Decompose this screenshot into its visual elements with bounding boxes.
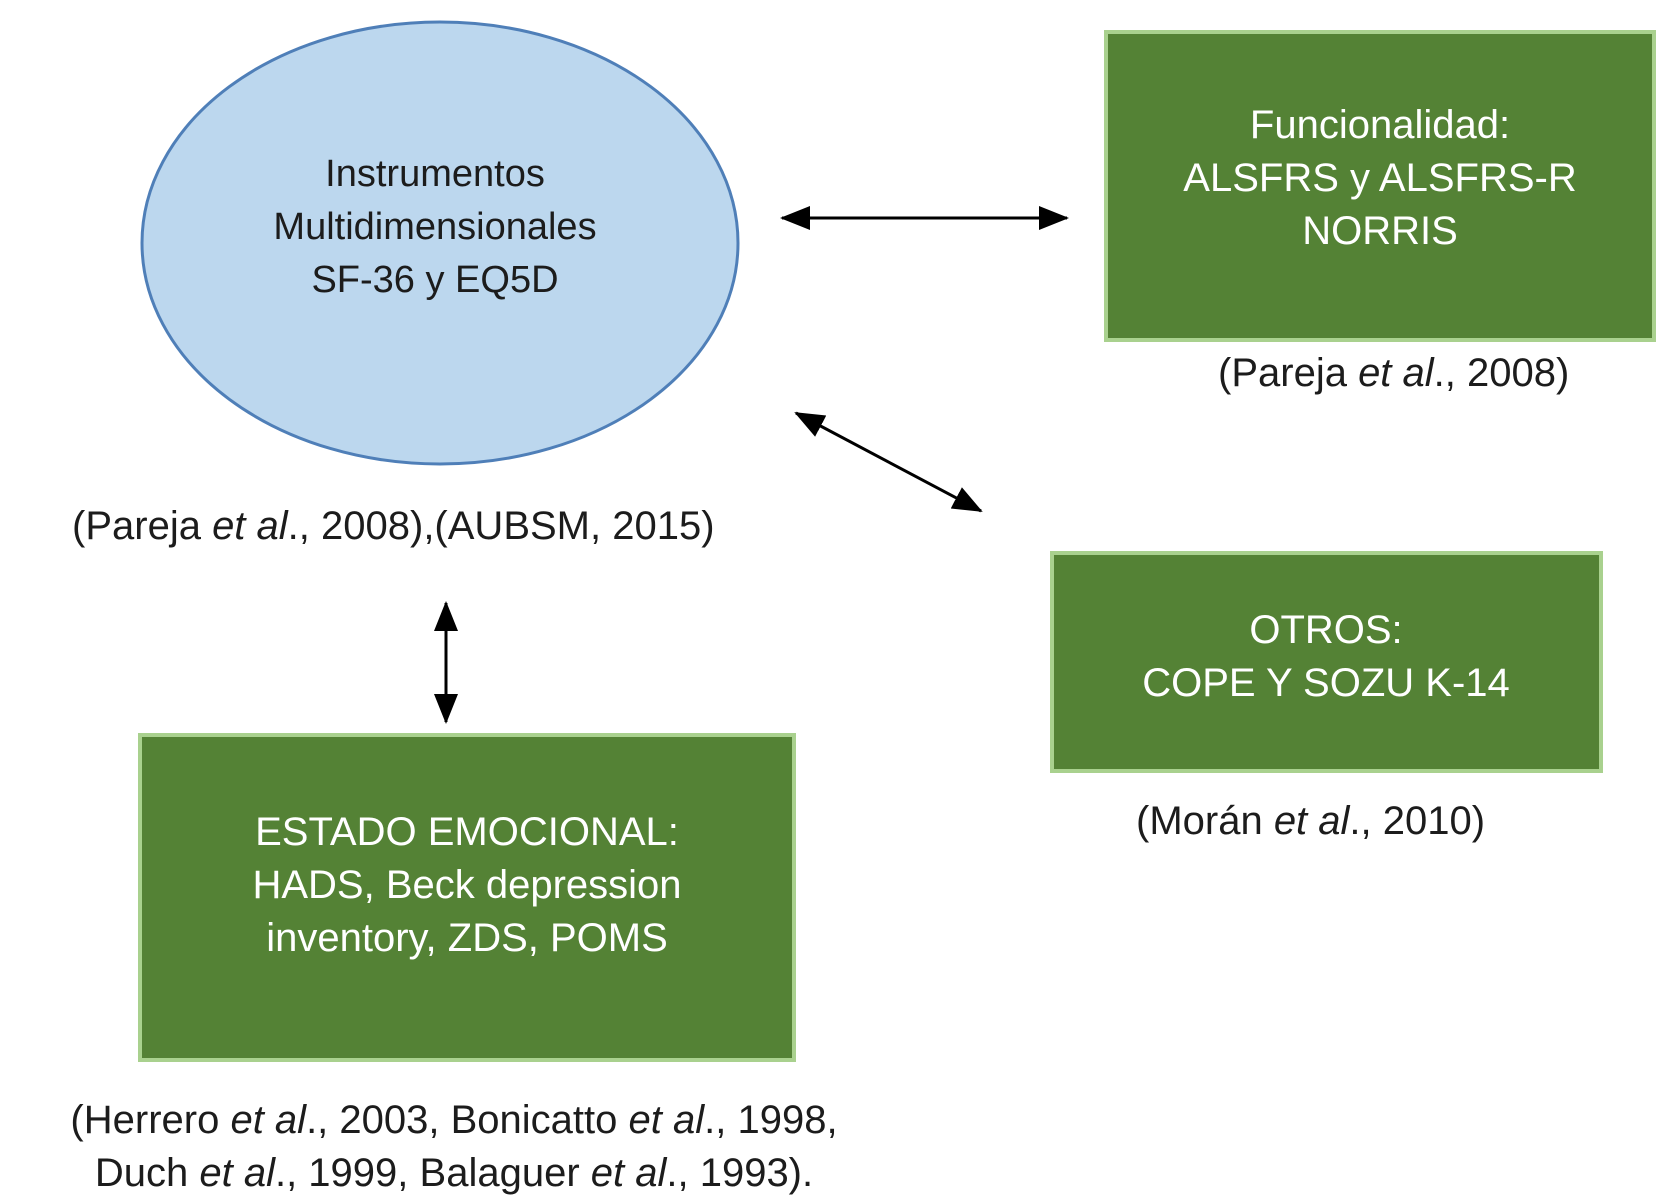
otros-label: OTROS: COPE Y SOZU K-14 [1052,604,1600,710]
otros-line-1: OTROS: [1249,608,1403,652]
citation-etal: et al [1358,351,1434,395]
arrow-multidimensional-otros [794,411,983,513]
citation-etal: et al [1273,799,1350,843]
citation-text: ., 1993). [666,1151,814,1195]
citation-multidimensional: (Pareja et al., 2008),(AUBSM, 2015) [72,500,715,553]
citation-text: ., 2008) [1433,351,1570,395]
emocional-line-3: inventory, ZDS, POMS [266,916,668,960]
citation-text: ., 1998, [704,1098,838,1142]
multidimensional-ellipse [140,20,740,466]
multidimensional-line-3: SF-36 y EQ5D [311,259,559,301]
citation-text: ., 2008),(AUBSM, 2015) [287,504,715,548]
emocional-label: ESTADO EMOCIONAL: HADS, Beck depression … [140,806,794,965]
multidimensional-line-2: Multidimensionales [273,206,597,248]
emocional-line-1: ESTADO EMOCIONAL: [255,810,679,854]
citation-text: ., 1999, Balaguer [274,1151,591,1195]
citation-etal: et al [212,504,288,548]
citation-funcionalidad: (Pareja et al., 2008) [1218,347,1569,400]
citation-etal: et al [199,1151,275,1195]
funcionalidad-box [1104,30,1656,342]
citation-emocional-line-2: Duch et al., 1999, Balaguer et al., 1993… [0,1147,908,1200]
citation-text: (Herrero [70,1098,231,1142]
citation-text: (Pareja [72,504,213,548]
citation-etal: et al [230,1098,307,1142]
citation-text: ., 2010) [1349,799,1486,843]
citation-text: (Pareja [1218,351,1359,395]
citation-emocional-line-1: (Herrero et al., 2003, Bonicatto et al.,… [0,1094,908,1147]
emocional-line-2: HADS, Beck depression [252,863,682,907]
citation-etal: et al [628,1098,705,1142]
funcionalidad-label: Funcionalidad: ALSFRS y ALSFRS-R NORRIS [1107,99,1653,258]
citation-otros: (Morán et al., 2010) [1136,795,1485,848]
citation-text: ., 2003, Bonicatto [306,1098,629,1142]
multidimensional-label: Instrumentos Multidimensionales SF-36 y … [200,148,670,307]
funcionalidad-line-3: NORRIS [1302,209,1458,253]
otros-box [1050,551,1603,773]
citation-text: (Morán [1136,799,1274,843]
funcionalidad-line-1: Funcionalidad: [1249,103,1511,147]
multidimensional-line-1: Instrumentos [325,153,545,195]
emocional-box [138,733,796,1062]
otros-line-2: COPE Y SOZU K-14 [1142,661,1510,705]
citation-text: Duch [94,1151,200,1195]
citation-emocional: (Herrero et al., 2003, Bonicatto et al.,… [0,1094,908,1200]
citation-etal: et al [590,1151,667,1195]
funcionalidad-line-2: ALSFRS y ALSFRS-R [1183,156,1577,200]
